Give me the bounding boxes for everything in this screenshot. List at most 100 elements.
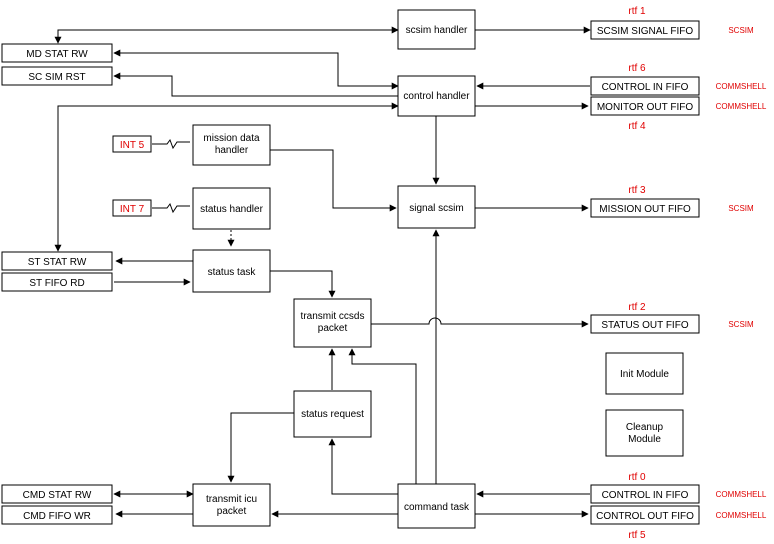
rtf6-label: rtf 6	[628, 63, 646, 74]
wire-control-handler-st-stat	[54, 102, 399, 252]
subsystem-tags: SCSIM COMMSHELL COMMSHELL SCSIM SCSIM CO…	[716, 26, 767, 520]
svg-text:command task: command task	[404, 502, 470, 513]
svg-text:CMD STAT RW: CMD STAT RW	[23, 490, 92, 501]
svg-text:CMD FIFO WR: CMD FIFO WR	[23, 511, 91, 522]
monitor-out-fifo-node: MONITOR OUT FIFO	[590, 96, 700, 116]
control-handler-node: control handler	[397, 75, 476, 117]
svg-text:SCSIM SIGNAL FIFO: SCSIM SIGNAL FIFO	[597, 26, 694, 37]
rtf5-label: rtf 5	[628, 530, 646, 541]
rtf0-label: rtf 0	[628, 472, 646, 483]
control-out-fifo-label: CONTROL OUT FIFO	[596, 511, 694, 522]
control-in-fifo-bottom-label: CONTROL IN FIFO	[602, 490, 689, 501]
control-out-fifo-node: CONTROL OUT FIFO	[590, 505, 700, 525]
int7-node: INT 7	[112, 199, 152, 217]
connection-lines	[54, 26, 591, 518]
transmit-icu-label-line1: transmit icu	[206, 494, 257, 505]
scsim-handler-label: scsim handler	[406, 25, 468, 36]
cleanup-module-label-line1: Cleanup	[626, 422, 664, 433]
wire-transmit-ccsds-to-status-fifo	[371, 317, 589, 328]
st-stat-rw-label: ST STAT RW	[28, 257, 87, 268]
wire-scsim-to-md-branch	[54, 26, 399, 44]
svg-text:scsim handler: scsim handler	[406, 25, 468, 36]
svg-text:ST STAT RW: ST STAT RW	[28, 257, 87, 268]
st-stat-rw-node: ST STAT RW	[1, 251, 113, 271]
svg-text:ST FIFO RD: ST FIFO RD	[29, 278, 84, 289]
svg-text:INT 7: INT 7	[120, 204, 145, 215]
cmd-stat-rw-label: CMD STAT RW	[23, 490, 92, 501]
signal-scsim-node: signal scsim	[397, 185, 476, 229]
init-module-label: Init Module	[620, 369, 669, 380]
rtf4-label: rtf 4	[628, 121, 646, 132]
wire-status-task-to-transmit-ccsds	[270, 270, 336, 298]
status-handler-label: status handler	[200, 204, 263, 215]
int5-node: INT 5	[112, 135, 152, 153]
int7-label: INT 7	[120, 204, 145, 215]
control-in-fifo-top-label: CONTROL IN FIFO	[602, 82, 689, 93]
svg-text:MONITOR OUT FIFO: MONITOR OUT FIFO	[597, 102, 694, 113]
wire-command-task-to-transmit-ccsds	[348, 348, 417, 484]
wire-command-task-to-status-request	[328, 438, 398, 495]
transmit-ccsds-label-line1: transmit ccsds	[301, 311, 365, 322]
mission-out-fifo-label: MISSION OUT FIFO	[599, 204, 691, 215]
monitor-out-tag: COMMSHELL	[716, 102, 767, 111]
md-stat-rw-label: MD STAT RW	[26, 49, 88, 60]
status-task-label: status task	[208, 267, 257, 278]
wire-control-handler-sc-sim-rst	[113, 72, 398, 97]
command-task-node: command task	[397, 483, 476, 529]
status-request-node: status request	[293, 390, 372, 438]
rtf2-label: rtf 2	[628, 302, 646, 313]
svg-text:MISSION OUT FIFO: MISSION OUT FIFO	[599, 204, 691, 215]
status-out-fifo-node: STATUS OUT FIFO	[590, 314, 700, 334]
monitor-out-fifo-label: MONITOR OUT FIFO	[597, 102, 694, 113]
status-handler-node: status handler	[192, 187, 271, 230]
control-in-bottom-tag: COMMSHELL	[716, 490, 767, 499]
command-task-label: command task	[404, 502, 470, 513]
svg-text:STATUS OUT FIFO: STATUS OUT FIFO	[601, 320, 688, 331]
mission-out-fifo-node: MISSION OUT FIFO	[590, 198, 700, 218]
signal-scsim-label: signal scsim	[409, 203, 463, 214]
cmd-fifo-wr-label: CMD FIFO WR	[23, 511, 91, 522]
rtf-labels: rtf 1 rtf 6 rtf 4 rtf 3 rtf 2 rtf 0 rtf …	[628, 6, 646, 541]
svg-text:status task: status task	[208, 267, 257, 278]
wire-mission-data-to-signal-scsim	[270, 149, 397, 212]
svg-text:CONTROL OUT FIFO: CONTROL OUT FIFO	[596, 511, 694, 522]
transmit-ccsds-label-line2: packet	[318, 323, 348, 334]
svg-text:CONTROL IN FIFO: CONTROL IN FIFO	[602, 490, 689, 501]
status-out-tag: SCSIM	[728, 320, 754, 329]
status-out-fifo-label: STATUS OUT FIFO	[601, 320, 688, 331]
svg-text:MD STAT RW: MD STAT RW	[26, 49, 88, 60]
int7-zigzag	[152, 202, 190, 214]
task-nodes: scsim handler control handler mission da…	[192, 9, 684, 529]
mission-data-handler-label-line1: mission data	[203, 133, 260, 144]
svg-text:status request: status request	[301, 409, 364, 420]
int5-zigzag	[152, 138, 190, 150]
control-in-fifo-top-node: CONTROL IN FIFO	[590, 76, 700, 96]
control-out-tag: COMMSHELL	[716, 511, 767, 520]
svg-text:signal scsim: signal scsim	[409, 203, 463, 214]
mission-data-handler-label-line2: handler	[215, 145, 249, 156]
md-stat-rw-node: MD STAT RW	[1, 43, 113, 63]
svg-text:CONTROL IN FIFO: CONTROL IN FIFO	[602, 82, 689, 93]
sc-sim-rst-node: SC SIM RST	[1, 66, 113, 86]
wire-status-request-to-transmit-icu	[227, 412, 294, 483]
scsim-signal-tag: SCSIM	[728, 26, 754, 35]
scsim-signal-fifo-node: SCSIM SIGNAL FIFO	[590, 20, 700, 40]
rtf3-label: rtf 3	[628, 185, 646, 196]
control-in-fifo-bottom-node: CONTROL IN FIFO	[590, 484, 700, 504]
sc-sim-rst-label: SC SIM RST	[28, 72, 85, 83]
right-fifo-boxes: SCSIM SIGNAL FIFO CONTROL IN FIFO MONITO…	[590, 20, 700, 525]
scsim-signal-fifo-label: SCSIM SIGNAL FIFO	[597, 26, 694, 37]
cmd-fifo-wr-node: CMD FIFO WR	[1, 505, 113, 525]
left-register-boxes: MD STAT RW SC SIM RST ST STAT RW ST FIFO…	[1, 43, 113, 525]
cleanup-module-label-line2: Module	[628, 434, 661, 445]
cmd-stat-rw-node: CMD STAT RW	[1, 484, 113, 504]
scsim-handler-node: scsim handler	[397, 9, 476, 50]
st-fifo-rd-label: ST FIFO RD	[29, 278, 84, 289]
init-module-node: Init Module	[605, 352, 684, 395]
